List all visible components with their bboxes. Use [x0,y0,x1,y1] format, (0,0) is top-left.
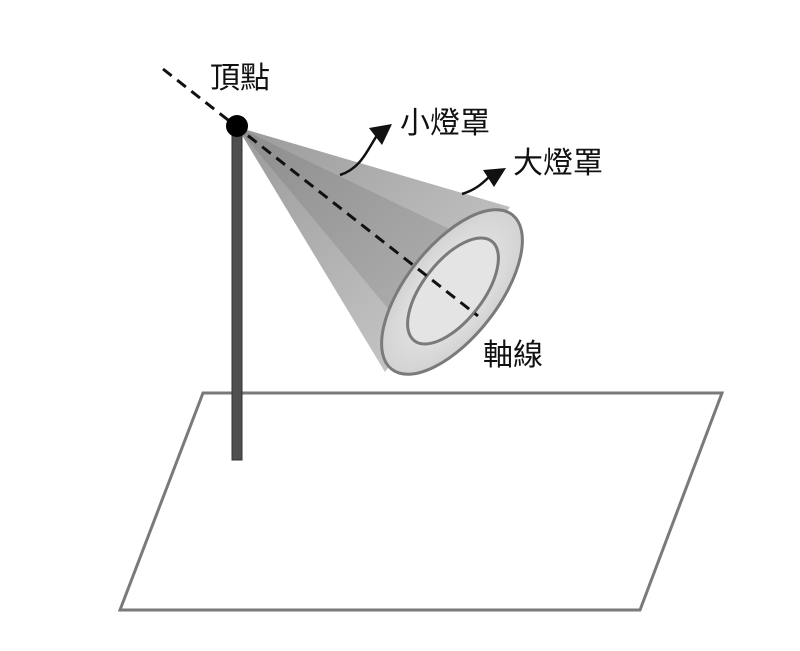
floor-plane [117,391,725,612]
large-lampshade-label: 大燈罩 [513,146,603,181]
large-lampshade-arrow-icon [483,168,506,187]
small-lampshade-arrow-icon [369,124,392,145]
axis-label: 軸線 [483,338,543,373]
vertex-point [226,115,248,137]
small-lampshade-leader [339,133,380,177]
axis-line [162,67,479,318]
small-lampshade-label: 小燈罩 [400,106,490,141]
vertex-label: 頂點 [210,61,270,96]
small-lampshade-rim [406,236,500,346]
large-lampshade-leader [461,175,491,196]
lamp-pole [231,126,243,461]
